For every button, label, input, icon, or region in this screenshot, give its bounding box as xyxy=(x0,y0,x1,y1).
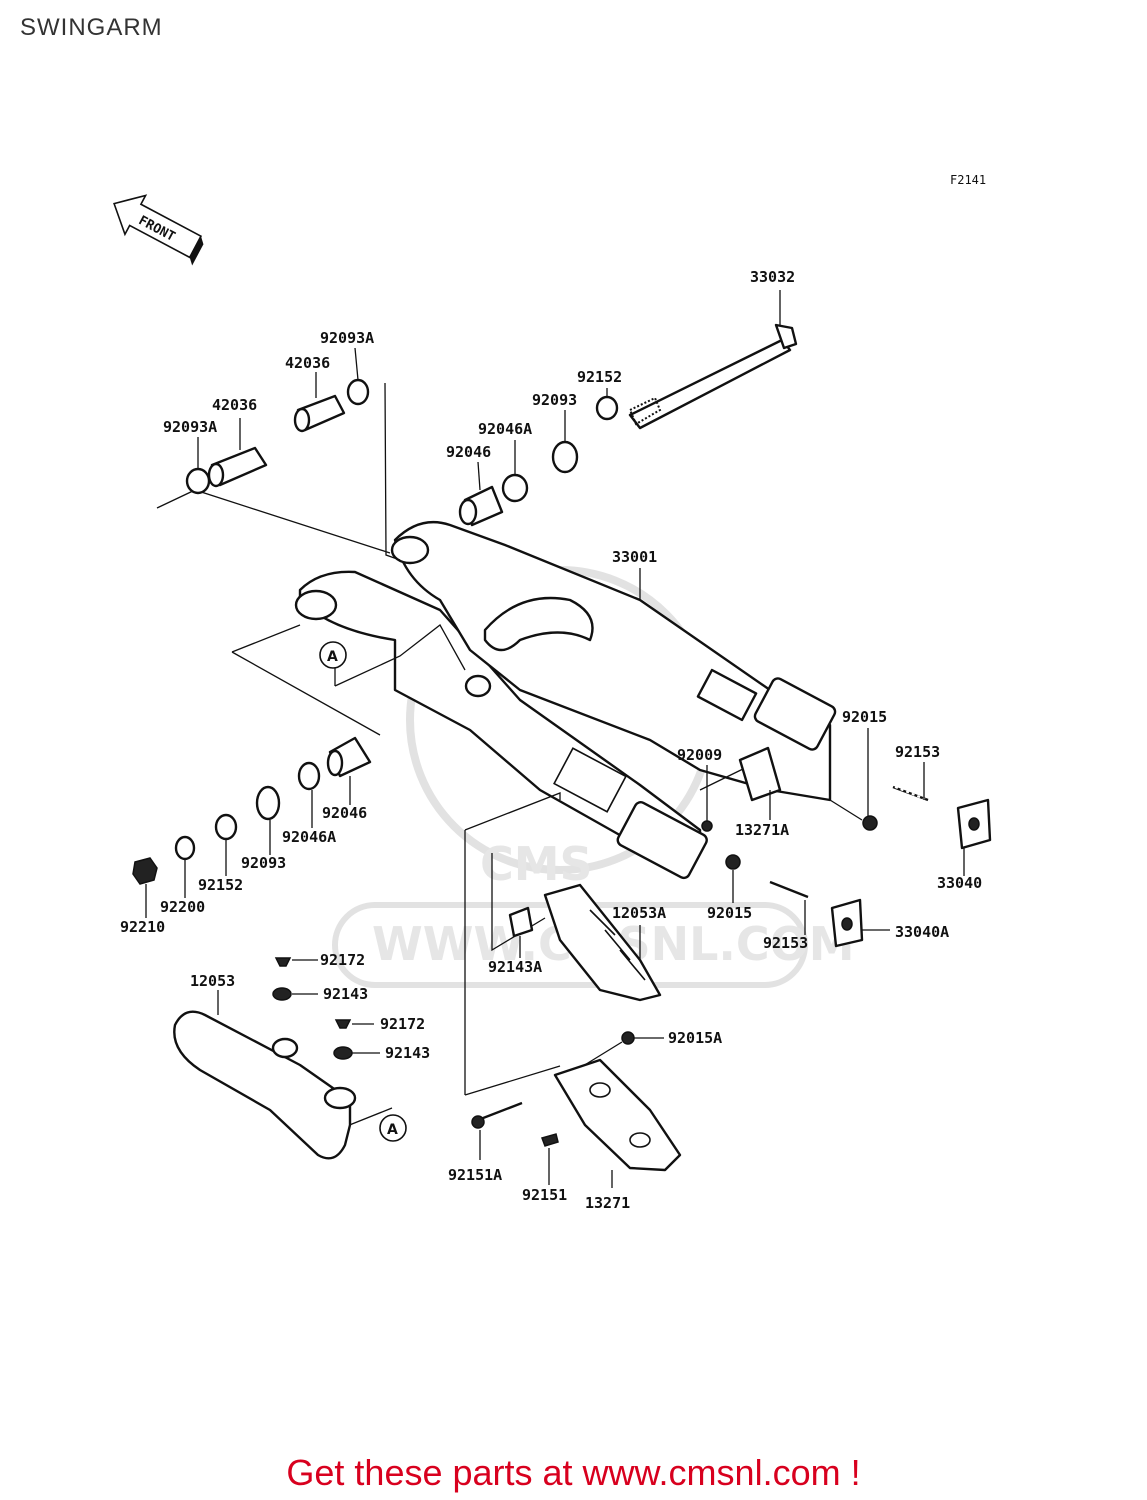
label-33001[interactable]: 33001 xyxy=(612,548,657,566)
label-92093a-left[interactable]: 92093A xyxy=(163,418,217,436)
label-92015-mid[interactable]: 92015 xyxy=(707,904,752,922)
front-arrow: FRONT xyxy=(113,194,204,266)
label-92153-right[interactable]: 92153 xyxy=(895,743,940,761)
part-92046a-bottom-seal xyxy=(297,761,321,791)
part-13271-guide-plate xyxy=(553,1058,682,1172)
label-92143a[interactable]: 92143A xyxy=(488,958,542,976)
label-leaders xyxy=(145,290,965,1188)
part-92015-right-nut xyxy=(862,815,878,831)
part-92151a-bolt xyxy=(471,1101,523,1129)
label-12053a[interactable]: 12053A xyxy=(612,904,666,922)
label-92200[interactable]: 92200 xyxy=(160,898,205,916)
part-92046-bottom-bearing xyxy=(326,736,372,778)
part-33040a-adjuster xyxy=(830,898,864,948)
swingarm-body xyxy=(294,520,837,880)
watermark-logo: CMS xyxy=(480,837,593,891)
part-92152-top-washer xyxy=(595,395,619,421)
label-13271[interactable]: 13271 xyxy=(585,1194,630,1212)
part-labels: 33032 92093A 42036 42036 92093A 92152 92… xyxy=(120,268,982,1212)
part-92210-nut xyxy=(132,857,158,885)
part-92046a-top-seal xyxy=(501,473,529,503)
label-42036-left[interactable]: 42036 xyxy=(212,396,257,414)
label-33040a[interactable]: 33040A xyxy=(895,923,949,941)
label-92015a[interactable]: 92015A xyxy=(668,1029,722,1047)
part-33032-axle xyxy=(628,323,798,430)
label-92172-b[interactable]: 92172 xyxy=(380,1015,425,1033)
label-92153-mid[interactable]: 92153 xyxy=(763,934,808,952)
part-92151-bolt xyxy=(541,1133,559,1147)
label-92046-top[interactable]: 92046 xyxy=(446,443,491,461)
part-92143-a-collar xyxy=(272,987,292,1001)
reference-marker-a-top-text: A xyxy=(327,649,338,665)
label-92151a[interactable]: 92151A xyxy=(448,1166,502,1184)
page-title: SWINGARM xyxy=(20,14,163,41)
label-92046a-top[interactable]: 92046A xyxy=(478,420,532,438)
label-92210[interactable]: 92210 xyxy=(120,918,165,936)
part-92143-b-collar xyxy=(333,1046,353,1060)
part-92093-bottom-collar xyxy=(255,785,281,821)
label-33040[interactable]: 33040 xyxy=(937,874,982,892)
part-92015-mid-nut xyxy=(725,854,741,870)
label-92093a-top[interactable]: 92093A xyxy=(320,329,374,347)
reference-marker-a-bottom: A xyxy=(379,1114,407,1142)
label-42036-top[interactable]: 42036 xyxy=(285,354,330,372)
label-92046a-bottom[interactable]: 92046A xyxy=(282,828,336,846)
part-12053a-chain-guide xyxy=(543,883,662,1002)
label-92152-top[interactable]: 92152 xyxy=(577,368,622,386)
label-92143-b[interactable]: 92143 xyxy=(385,1044,430,1062)
part-92152-bottom-washer xyxy=(214,813,238,841)
figure-code: F2141 xyxy=(950,173,986,187)
part-33040-adjuster xyxy=(956,798,992,850)
part-42036-left-bushing xyxy=(207,446,268,488)
label-92172-a[interactable]: 92172 xyxy=(320,951,365,969)
reference-marker-a-bottom-text: A xyxy=(387,1122,398,1138)
part-92200-washer xyxy=(174,835,196,861)
part-92153-right-bolt xyxy=(892,785,929,802)
part-92093a-left-seal xyxy=(185,467,211,495)
part-12053-slipper xyxy=(173,1010,357,1160)
label-92093-top[interactable]: 92093 xyxy=(532,391,577,409)
part-13271a-plate xyxy=(738,746,782,802)
label-92093-bottom[interactable]: 92093 xyxy=(241,854,286,872)
label-13271a[interactable]: 13271A xyxy=(735,821,789,839)
part-92172-b-screw xyxy=(334,1019,352,1029)
label-92015-right[interactable]: 92015 xyxy=(842,708,887,726)
reference-marker-a-top: A xyxy=(319,641,347,669)
call-to-action-link[interactable]: Get these parts at www.cmsnl.com ! xyxy=(286,1452,861,1493)
part-92172-a-screw xyxy=(274,957,292,967)
label-92143-a[interactable]: 92143 xyxy=(323,985,368,1003)
label-92151[interactable]: 92151 xyxy=(522,1186,567,1204)
part-92153-mid-bolt xyxy=(769,880,809,899)
part-92143a-collar xyxy=(508,906,534,938)
part-92015a-nut xyxy=(621,1031,635,1045)
swingarm-exploded-diagram: CMS WWW.CMSNL.COM F2141 FRONT xyxy=(113,173,992,1212)
label-92009[interactable]: 92009 xyxy=(677,746,722,764)
label-92046-bottom[interactable]: 92046 xyxy=(322,804,367,822)
label-92152-bottom[interactable]: 92152 xyxy=(198,876,243,894)
label-33032[interactable]: 33032 xyxy=(750,268,795,286)
part-92093a-top-seal xyxy=(346,378,370,406)
part-42036-top-bushing xyxy=(293,394,346,433)
part-92046-top-bearing xyxy=(458,485,504,527)
part-92009-screw xyxy=(701,820,713,832)
part-92093-top-collar xyxy=(551,440,579,474)
label-12053[interactable]: 12053 xyxy=(190,972,235,990)
